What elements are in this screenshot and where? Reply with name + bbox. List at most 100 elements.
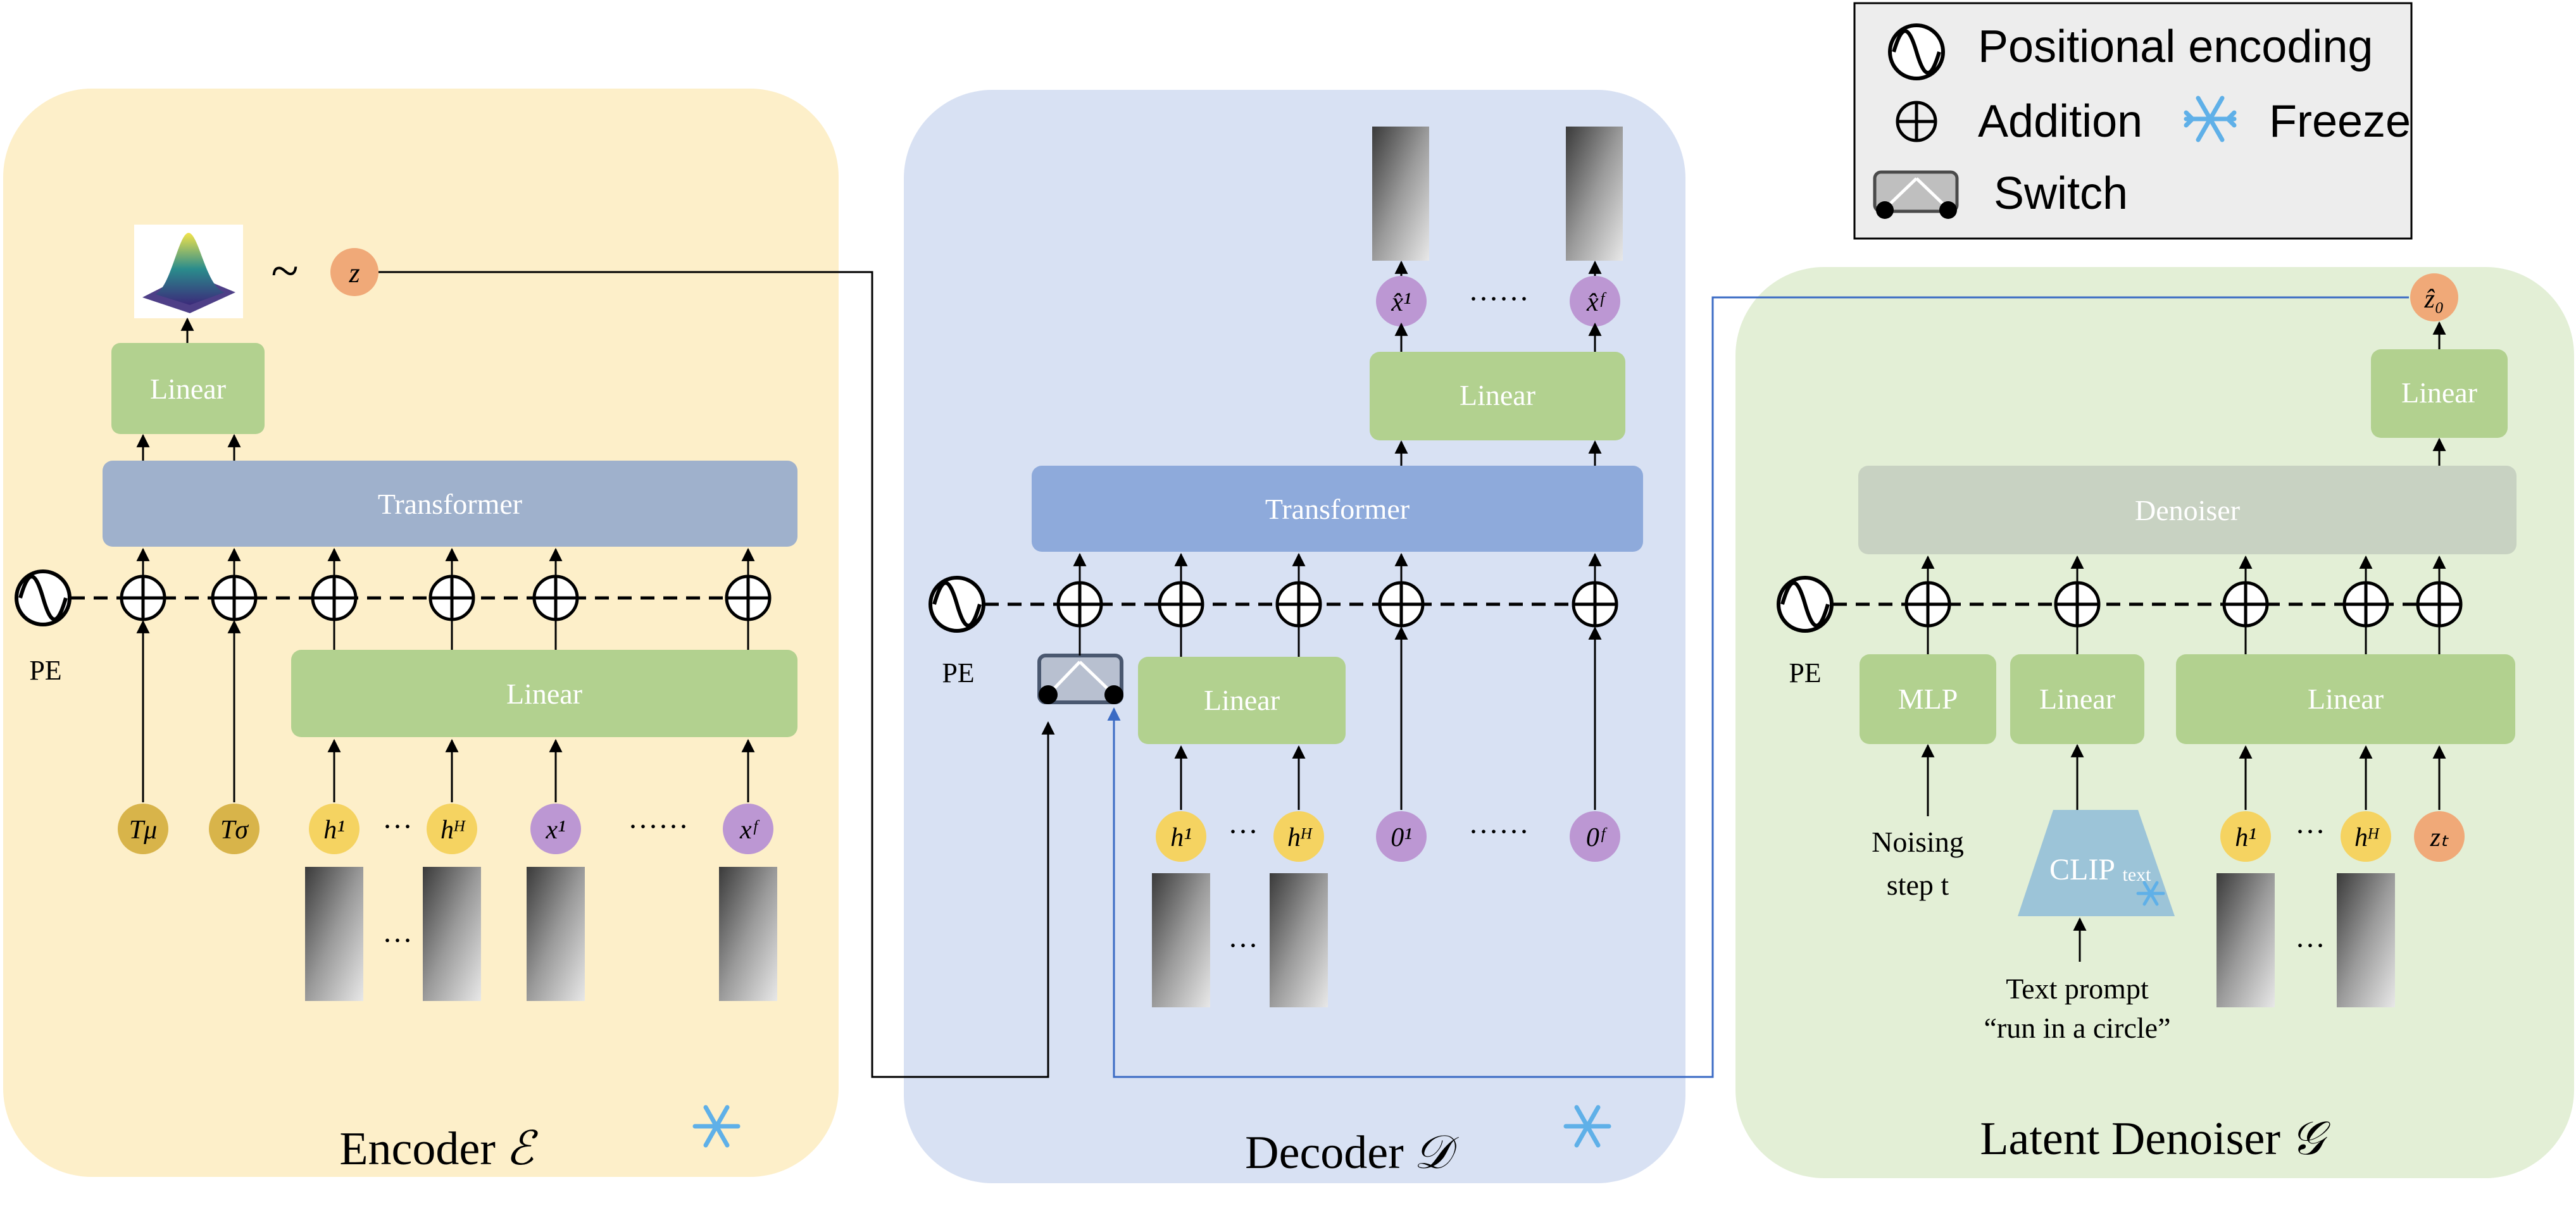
encoder-addition-node-6 (725, 575, 772, 621)
denoiser-addition-node-3 (2222, 581, 2269, 628)
decoder-ellipsis-long: ······ (1468, 815, 1529, 849)
latent-denoiser: ẑ₀ Linear Denoiser PE MLP Linear Linear … (1777, 273, 2517, 1165)
encoder-motion-figure-2 (423, 867, 481, 1001)
text-prompt-label: Text prompt (2006, 973, 2149, 1005)
sampling-tilde: ~ (271, 244, 298, 299)
decoder-linear-bottom-label: Linear (1204, 684, 1280, 716)
encoder-motion-figure-4 (719, 867, 777, 1001)
denoiser-linear-text (2010, 654, 2144, 744)
decoder-output-token-1: x̂¹ (1376, 276, 1427, 326)
legend-freeze-label: Freeze (2269, 96, 2411, 147)
noising-step-label-line1: Noising (1872, 826, 1964, 858)
decoder-figures-ellipsis: ··· (1228, 929, 1258, 962)
decoder-addition-node-1 (1056, 581, 1103, 628)
denoiser-output-node (2410, 273, 2458, 321)
positional-encoding-icon (1888, 23, 1945, 80)
denoiser-linear-text-label: Linear (2039, 683, 2115, 715)
denoiser-block-label: Denoiser (2135, 494, 2240, 526)
encoder-motion-figure-1 (305, 867, 363, 1001)
switch-icon (1873, 170, 1959, 219)
denoiser-mlp-label: MLP (1898, 683, 1958, 715)
encoder-token-6: xᶠ (723, 804, 773, 854)
encoder-linear-bottom (291, 650, 797, 737)
legend-positional-encoding-label: Positional encoding (1978, 22, 2373, 72)
denoiser-mlp (1860, 654, 1996, 744)
encoder-token-4-label: hᴴ (441, 816, 466, 845)
legend-switch-label: Switch (1994, 168, 2128, 219)
decoder-token-1-label: h¹ (1170, 823, 1192, 852)
denoiser-pe-icon (1777, 576, 1834, 633)
encoder-token-1: Tμ (118, 804, 168, 854)
encoder-panel (3, 89, 839, 1177)
denoiser-linear-top (2371, 349, 2508, 438)
denoised-latent-connection (1107, 296, 2409, 1078)
encoder-token-2-label: Tσ (220, 816, 249, 845)
decoder-output-figure-f (1566, 127, 1623, 261)
decoder-addition-node-4 (1378, 581, 1425, 628)
encoder-pe-label: PE (29, 655, 61, 686)
encoder-token-5: x¹ (530, 804, 581, 854)
denoiser-motion-figure-2 (2337, 873, 2395, 1007)
decoder-output-token-2: x̂ᶠ (1570, 276, 1620, 326)
clip-freeze-icon (2136, 881, 2165, 906)
denoiser-token-2-label: hᴴ (2354, 823, 2380, 852)
encoder-linear-top (111, 343, 265, 434)
latent-z-node (330, 248, 378, 296)
decoder-token-4: 0ᶠ (1570, 811, 1620, 862)
clip-text-encoder: CLIP text (2018, 810, 2175, 916)
legend-addition-label: Addition (1978, 96, 2142, 147)
latent-z-connection (378, 271, 1055, 1078)
denoiser-linear-top-label: Linear (2401, 376, 2477, 409)
encoder-token-3: h¹ (309, 804, 360, 854)
gaussian-distribution-plot (134, 225, 243, 318)
decoder-output-figure-1 (1372, 127, 1429, 261)
decoder-token-3-label: 0¹ (1391, 823, 1412, 852)
denoiser-token-2: hᴴ (2341, 811, 2391, 862)
decoder-linear-top-label: Linear (1460, 379, 1535, 411)
decoder-transformer-label: Transformer (1265, 493, 1410, 525)
encoder-ellipsis-short: ··· (382, 810, 413, 843)
encoder-figures-ellipsis: ··· (382, 924, 413, 957)
decoder-freeze-icon (1563, 1105, 1611, 1148)
latent-z-label: z (348, 258, 360, 289)
decoder-token-2: hᴴ (1273, 811, 1324, 862)
encoder-addition-node-2 (211, 575, 258, 621)
decoder-motion-figure-2 (1270, 873, 1328, 1007)
decoder-token-2-label: hᴴ (1287, 823, 1313, 852)
addition-icon (1896, 101, 1937, 142)
denoiser-addition-node-5 (2416, 581, 2463, 628)
decoder-transformer (1032, 466, 1643, 552)
denoiser-token-1: h¹ (2220, 811, 2271, 862)
denoiser-ellipsis-short: ··· (2295, 815, 2325, 849)
denoiser-linear-motion (2176, 654, 2515, 744)
encoder-token-2: Tσ (209, 804, 259, 854)
encoder-motion-figure-3 (527, 867, 585, 1001)
encoder-ellipsis-long: ······ (628, 810, 689, 843)
encoder-transformer (103, 461, 797, 547)
denoiser-token-1-label: h¹ (2235, 823, 2256, 852)
denoiser-token-3-label: zₜ (2430, 823, 2449, 852)
text-prompt-example: “run in a circle” (1984, 1012, 2171, 1044)
denoiser-figures-ellipsis: ··· (2295, 929, 2325, 962)
decoder-pe-label: PE (942, 657, 974, 688)
decoder-motion-figure-1 (1152, 873, 1210, 1007)
encoder-addition-node-5 (532, 575, 579, 621)
decoder-output-ellipsis: ······ (1468, 282, 1529, 316)
snowflake-icon (2184, 96, 2237, 142)
encoder-token-3-label: h¹ (323, 816, 345, 845)
decoder-addition-node-5 (1572, 581, 1618, 628)
decoder-token-3: 0¹ (1376, 811, 1427, 862)
encoder-transformer-label: Transformer (378, 488, 522, 520)
encoder-token-1-label: Tμ (129, 816, 157, 845)
decoder-linear-top (1370, 352, 1625, 440)
decoder-ellipsis-short: ··· (1228, 815, 1258, 849)
denoiser-output-label: ẑ₀ (2424, 285, 2444, 314)
denoiser-motion-figure-1 (2216, 873, 2275, 1007)
encoder-token-5-label: x¹ (545, 816, 565, 845)
decoder-addition-node-2 (1158, 581, 1204, 628)
